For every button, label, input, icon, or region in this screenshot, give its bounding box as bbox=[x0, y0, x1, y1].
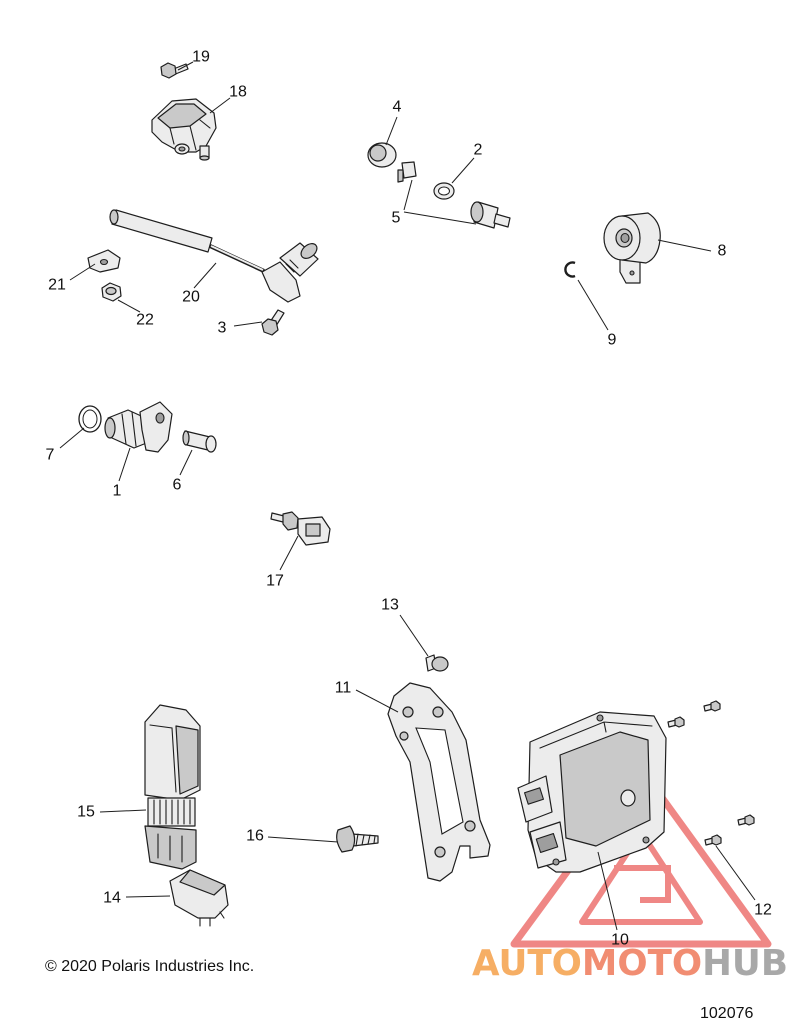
copyright-text: © 2020 Polaris Industries Inc. bbox=[45, 958, 254, 975]
leader-line-15 bbox=[99, 809, 147, 813]
part-5-clip bbox=[397, 161, 417, 183]
leader-line-1 bbox=[118, 447, 131, 482]
part-6-pin bbox=[182, 430, 217, 453]
callout-22: 22 bbox=[136, 312, 154, 329]
leader-line-19 bbox=[177, 61, 194, 71]
callouts: 19 18 4 2 5 8 21 20 22 3 9 7 1 6 17 13 1… bbox=[46, 49, 772, 949]
callout-4: 4 bbox=[393, 99, 402, 116]
callout-9: 9 bbox=[608, 332, 617, 349]
leader-line-2 bbox=[451, 157, 475, 184]
callout-3: 3 bbox=[218, 320, 227, 337]
part-12-screw bbox=[667, 700, 755, 846]
part-7-o-ring bbox=[78, 405, 102, 433]
leader-line-7 bbox=[59, 427, 85, 449]
callout-20: 20 bbox=[182, 289, 200, 306]
callout-18: 18 bbox=[229, 84, 247, 101]
leader-line-22 bbox=[117, 299, 141, 313]
callout-8: 8 bbox=[718, 243, 727, 260]
callout-10: 10 bbox=[611, 932, 629, 949]
watermark-auto: AUTO bbox=[472, 943, 582, 984]
leader-line-12 bbox=[715, 845, 756, 901]
part-15-module bbox=[144, 704, 201, 870]
callout-15: 15 bbox=[77, 804, 95, 821]
callout-19: 19 bbox=[192, 49, 210, 66]
part-20-harness bbox=[109, 209, 319, 303]
watermark-moto: MOTO bbox=[582, 943, 702, 984]
leader-line-5a bbox=[403, 179, 413, 211]
leader-line-21 bbox=[69, 263, 96, 281]
part-22-nut bbox=[101, 282, 122, 302]
callout-12: 12 bbox=[754, 902, 772, 919]
leader-line-14 bbox=[125, 895, 171, 898]
leader-line-13 bbox=[399, 614, 429, 657]
leader-line-16 bbox=[267, 836, 339, 843]
leader-line-9 bbox=[577, 279, 609, 331]
callout-14: 14 bbox=[103, 890, 121, 907]
part-17-temperature-sensor bbox=[270, 511, 331, 546]
leader-line-10 bbox=[597, 851, 618, 931]
part-14-connector bbox=[169, 869, 229, 927]
leader-line-17 bbox=[279, 535, 299, 571]
leader-line-6 bbox=[179, 449, 193, 476]
part-10-ecu bbox=[517, 711, 667, 873]
part-19-screw bbox=[160, 62, 189, 79]
callout-2: 2 bbox=[474, 142, 483, 159]
callout-16: 16 bbox=[246, 828, 264, 845]
part-18-pressure-sensor bbox=[151, 98, 217, 161]
part-3-bolt bbox=[261, 309, 285, 336]
leader-lines bbox=[59, 61, 756, 931]
leader-line-4 bbox=[385, 116, 398, 146]
part-11-bracket bbox=[387, 682, 491, 882]
part-16-screw bbox=[336, 825, 379, 853]
leader-line-8 bbox=[657, 239, 712, 252]
callout-6: 6 bbox=[173, 477, 182, 494]
part-1-sensor bbox=[104, 401, 173, 453]
part-8-knock-sensor bbox=[603, 212, 661, 284]
leader-line-18 bbox=[209, 97, 231, 114]
callout-21: 21 bbox=[48, 277, 66, 294]
leader-line-11 bbox=[355, 689, 399, 713]
part-9-retaining-clip bbox=[564, 261, 576, 278]
part-5-sensor bbox=[470, 201, 511, 229]
callout-11: 11 bbox=[335, 680, 352, 697]
part-4-cap bbox=[367, 142, 397, 168]
callout-7: 7 bbox=[46, 447, 55, 464]
callout-17: 17 bbox=[266, 573, 284, 590]
watermark-text: AUTOMOTOHUB bbox=[472, 943, 788, 984]
leader-line-20 bbox=[193, 262, 217, 289]
watermark-hub: HUB bbox=[702, 943, 788, 984]
callout-5: 5 bbox=[392, 210, 401, 227]
leader-line-5b bbox=[403, 211, 477, 225]
part-13-screw bbox=[425, 654, 449, 672]
callout-1: 1 bbox=[113, 483, 122, 500]
part-2-washer bbox=[433, 182, 455, 200]
diagram-number: 102076 bbox=[700, 1005, 753, 1022]
callout-13: 13 bbox=[381, 597, 399, 614]
leader-line-3 bbox=[233, 321, 263, 327]
part-21-clip bbox=[87, 249, 121, 273]
